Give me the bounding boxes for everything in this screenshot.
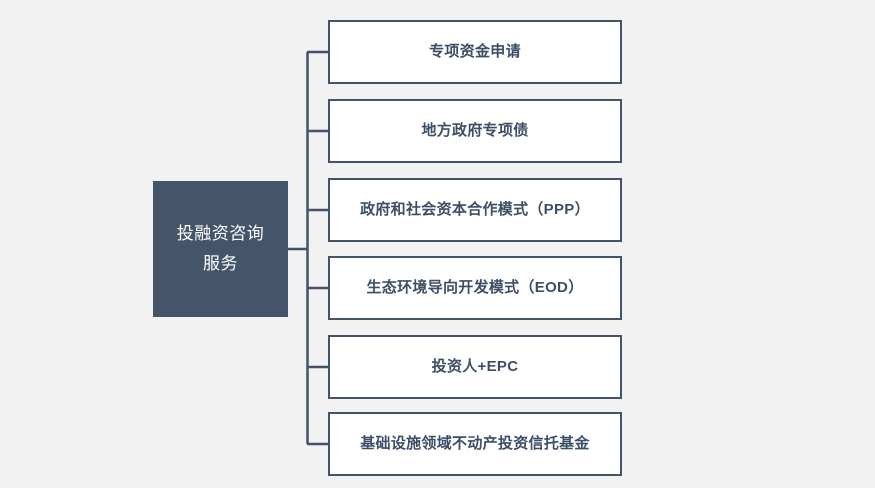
- child-node-5-label: 投资人+EPC: [431, 358, 519, 375]
- child-node-3[interactable]: 政府和社会资本合作模式（PPP）: [328, 178, 622, 242]
- child-node-4-label: 生态环境导向开发模式（EOD）: [366, 279, 584, 296]
- child-node-3-label: 政府和社会资本合作模式（PPP）: [360, 201, 590, 218]
- root-node-label: 投融资咨询 服务: [176, 224, 265, 273]
- child-node-6[interactable]: 基础设施领域不动产投资信托基金: [328, 412, 622, 476]
- child-node-1[interactable]: 专项资金申请: [328, 20, 622, 84]
- child-node-2-label: 地方政府专项债: [421, 122, 529, 139]
- child-node-6-label: 基础设施领域不动产投资信托基金: [360, 435, 590, 452]
- child-node-1-label: 专项资金申请: [429, 43, 521, 60]
- child-node-5[interactable]: 投资人+EPC: [328, 335, 622, 399]
- child-node-4[interactable]: 生态环境导向开发模式（EOD）: [328, 256, 622, 320]
- root-node[interactable]: 投融资咨询 服务: [153, 181, 288, 317]
- child-node-2[interactable]: 地方政府专项债: [328, 99, 622, 163]
